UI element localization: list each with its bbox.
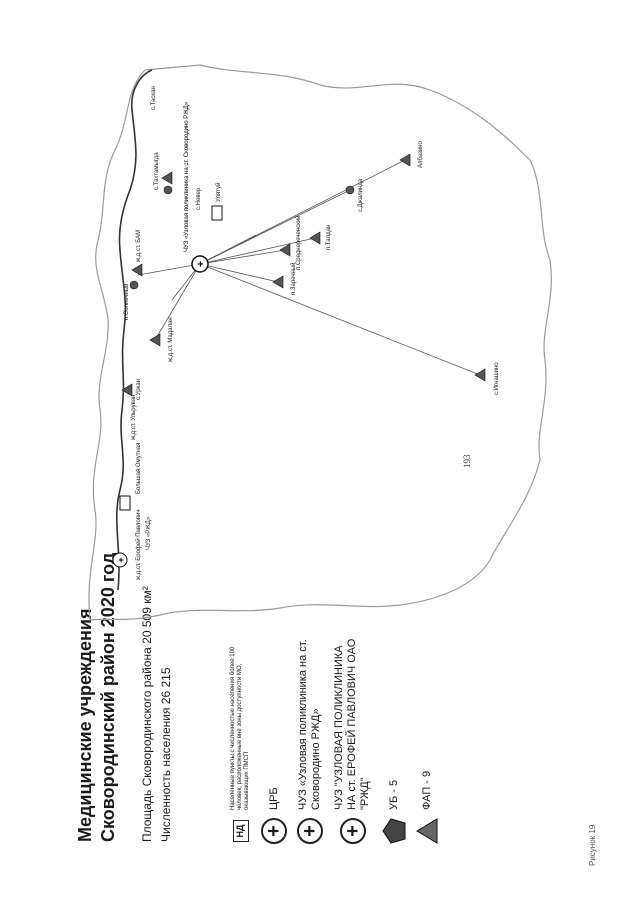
legend-ub: УБ - 5	[382, 636, 406, 846]
label-tahtam: с.Тахтамыгда	[154, 152, 160, 190]
district-boundary	[88, 64, 552, 621]
label-bam: ж.д.ст. БАМ	[136, 230, 142, 262]
label-erofey: ж.д.ст. Ерофей Павлович	[135, 509, 142, 580]
service-lines	[137, 159, 481, 376]
nd-marker-omutnaya	[119, 495, 131, 511]
pentagon-icon	[382, 818, 406, 844]
label-urkan: с.Уркан	[136, 379, 142, 400]
marker-solnechny	[129, 280, 139, 290]
map-legend: НД Населенные пункты с численностью насе…	[230, 636, 448, 846]
legend-fap: ФАП - 9	[416, 636, 438, 846]
legend-erofey-label: ЧУЗ "УЗЛОВАЯ ПОЛИКЛИНИКА НА ст. ЕРОФЕЙ П…	[333, 638, 371, 810]
marker-srednerech	[279, 243, 291, 257]
legend-crb-label: ЦРБ	[267, 787, 280, 810]
marker-tahta	[163, 185, 173, 195]
marker-albazino	[399, 153, 411, 167]
marker-bam	[131, 263, 143, 277]
label-albazino: Албазино	[418, 141, 424, 168]
marker-taldan	[309, 231, 321, 245]
marker-ignash	[474, 368, 486, 382]
legend-nd: НД Населенные пункты с численностью насе…	[230, 636, 251, 846]
label-dzhal: с.Джалинда	[358, 178, 364, 212]
legend-ub-label: УБ - 5	[387, 779, 400, 810]
label-taldan: п.Талдан	[326, 225, 332, 250]
label-solnechny: п.Солнечный	[123, 283, 130, 320]
erofey-cross-icon: +	[339, 818, 366, 844]
figure-caption: Рисунок 19	[588, 824, 597, 866]
nd-marker-ulyatuy	[211, 205, 223, 221]
label-never: с.Невер	[196, 187, 202, 210]
label-ignash: с.Игнашино	[494, 362, 500, 395]
svg-text:+: +	[196, 261, 207, 267]
label-mad: ж.д.ст. Мадалан	[168, 317, 174, 362]
legend-erofey: + ЧУЗ "УЗЛОВАЯ ПОЛИКЛИНИКА НА ст. ЕРОФЕЙ…	[333, 636, 372, 846]
marker-urkan	[121, 383, 133, 397]
label-srednerech: п.Среднереченский	[295, 215, 302, 270]
marker-zarech	[272, 275, 284, 289]
label-zarech: п.Заречный	[290, 263, 297, 295]
label-ulruv: ж.д.ст. Ульруван	[131, 395, 137, 440]
legend-fap-label: ФАП - 9	[420, 770, 433, 810]
label-rzhd: ЧУЗ «РЖД»	[146, 516, 152, 550]
svg-text:+: +	[116, 557, 126, 562]
legend-uzl: + ЧУЗ «Узловая поликлиника на ст. Сковор…	[297, 636, 323, 846]
marker-mad	[149, 333, 161, 347]
legend-nd-label: Населенные пункты с численностью населен…	[230, 646, 250, 810]
map-slide: Медицинские учреждения Сковородинский ра…	[60, 60, 560, 860]
label-taskan: с.Таскан	[151, 86, 157, 110]
label-omutnaya: Большая Омутная	[136, 443, 142, 494]
label-ulyatuy: Улятуй	[215, 183, 222, 202]
erofey-marker	[112, 552, 128, 568]
hub-marker	[191, 255, 209, 273]
railway-line	[116, 69, 153, 591]
hub-label: ЧУЗ «Узловая поликлиника на ст. Сковород…	[184, 101, 190, 252]
uzl-cross-icon: +	[297, 818, 323, 844]
crb-cross-icon: +	[261, 818, 287, 844]
legend-crb: + ЦРБ	[261, 636, 287, 846]
district-map: + ЧУЗ «Узловая поликлиника на ст. Сковор…	[88, 64, 552, 621]
legend-uzl-label: ЧУЗ «Узловая поликлиника на ст. Сковород…	[297, 639, 322, 810]
triangle-icon	[416, 818, 438, 844]
marker-dzhal	[345, 185, 355, 195]
marker-tahtam	[161, 171, 173, 185]
nd-icon: НД	[232, 820, 249, 842]
